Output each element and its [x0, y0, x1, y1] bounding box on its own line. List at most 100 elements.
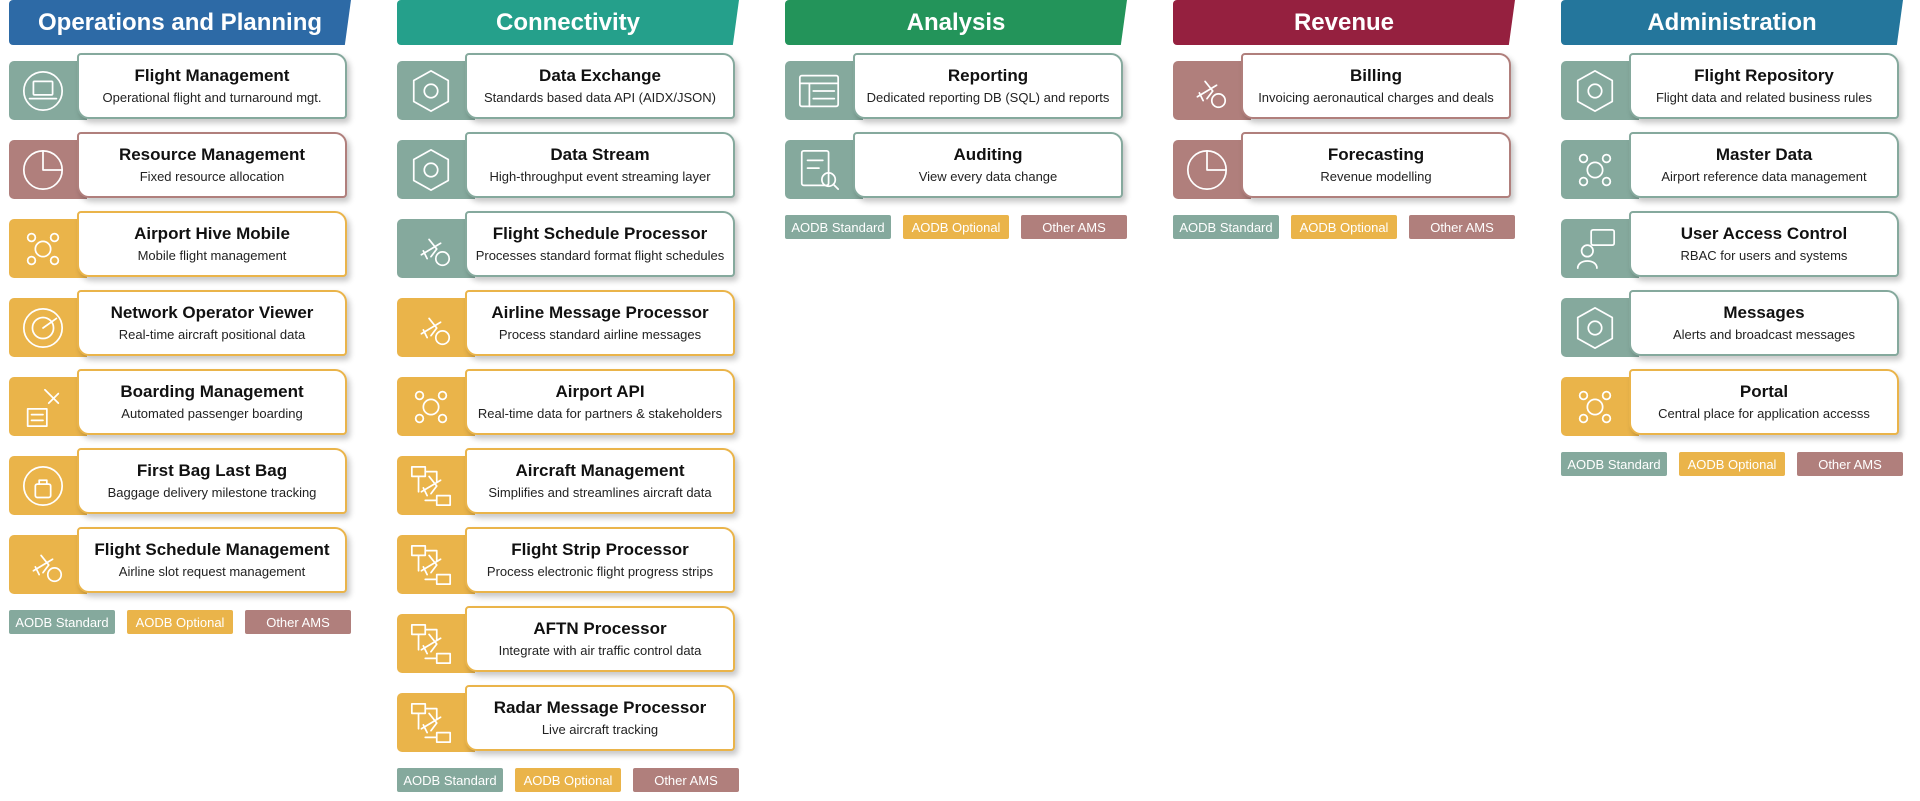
module-title: Boarding Management: [120, 382, 304, 401]
exchange-hexagon-icon: [412, 69, 450, 112]
module-title: Portal: [1739, 382, 1789, 401]
pie-chart-icon: [22, 149, 64, 190]
module-icon-box: [397, 219, 475, 278]
invoice-plane-icon: [1196, 80, 1227, 108]
checklist-search-icon: [800, 149, 840, 190]
module-description: Real-time aircraft positional data: [118, 327, 306, 342]
mobile-network-icon: [26, 232, 60, 265]
legend-standard: AODB Standard: [785, 215, 891, 239]
module-title: Airport Hive Mobile: [134, 224, 290, 243]
module-icon-box: [1173, 61, 1251, 120]
module-description: Flight data and related business rules: [1655, 90, 1873, 105]
radar-flow-icon: [410, 702, 452, 743]
module-title: Radar Message Processor: [493, 698, 707, 717]
module-description: Automated passenger boarding: [121, 406, 303, 421]
radar-icon: [22, 307, 64, 348]
module-description: Processes standard format flight schedul…: [475, 248, 725, 263]
legend-standard: AODB Standard: [1561, 452, 1667, 476]
module-icon-box: [397, 614, 475, 673]
module-tile[interactable]: Airport API Real-time data for partners &…: [397, 369, 739, 439]
legend-standard: AODB Standard: [9, 610, 115, 634]
module-description: Standards based data API (AIDX/JSON): [484, 90, 716, 105]
column-header: Revenue: [1173, 0, 1515, 45]
module-description: Airport reference data management: [1661, 169, 1867, 184]
module-description: Dedicated reporting DB (SQL) and reports: [866, 90, 1110, 105]
module-title: Forecasting: [1327, 145, 1425, 164]
module-title: Messages: [1723, 303, 1805, 322]
module-title: Flight Schedule Processor: [492, 224, 708, 243]
legend-optional: AODB Optional: [903, 215, 1009, 239]
aircraft-flow-icon: [410, 465, 452, 506]
module-description: Process standard airline messages: [498, 327, 702, 342]
module-description: Invoicing aeronautical charges and deals: [1258, 90, 1494, 105]
module-icon-box: [397, 535, 475, 594]
plane-hexagon-icon: [1576, 69, 1614, 112]
legend-optional: AODB Optional: [515, 768, 621, 792]
legend-standard: AODB Standard: [397, 768, 503, 792]
api-network-icon: [414, 390, 448, 423]
plane-globe-icon: [32, 554, 63, 582]
module-description: Fixed resource allocation: [139, 169, 285, 184]
column-header: Analysis: [785, 0, 1127, 45]
module-icon-box: [397, 298, 475, 357]
report-dashboard-icon: [798, 74, 840, 107]
module-description: Live aircraft tracking: [541, 722, 659, 737]
module-icon-box: [1561, 140, 1639, 199]
module-title: Flight Management: [134, 66, 290, 85]
module-title: Resource Management: [118, 145, 306, 164]
module-title: User Access Control: [1680, 224, 1848, 243]
column-header: Administration: [1561, 0, 1903, 45]
laptop-flight-icon: [22, 70, 64, 111]
module-icon-box: [397, 140, 475, 199]
legend-optional: AODB Optional: [1679, 452, 1785, 476]
module-icon-box: [397, 456, 475, 515]
forecast-chart-icon: [1186, 149, 1228, 190]
stream-hexagon-icon: [412, 148, 450, 191]
module-title: Airport API: [555, 382, 645, 401]
module-icon-box: [397, 377, 475, 436]
module-icon-box: [397, 693, 475, 752]
module-title: Data Exchange: [539, 66, 661, 85]
module-icon-box: [9, 140, 87, 199]
column-header: Connectivity: [397, 0, 739, 45]
aftn-flow-icon: [410, 623, 452, 664]
module-description: Real-time data for partners & stakeholde…: [477, 406, 723, 421]
module-icon-box: [9, 377, 87, 436]
